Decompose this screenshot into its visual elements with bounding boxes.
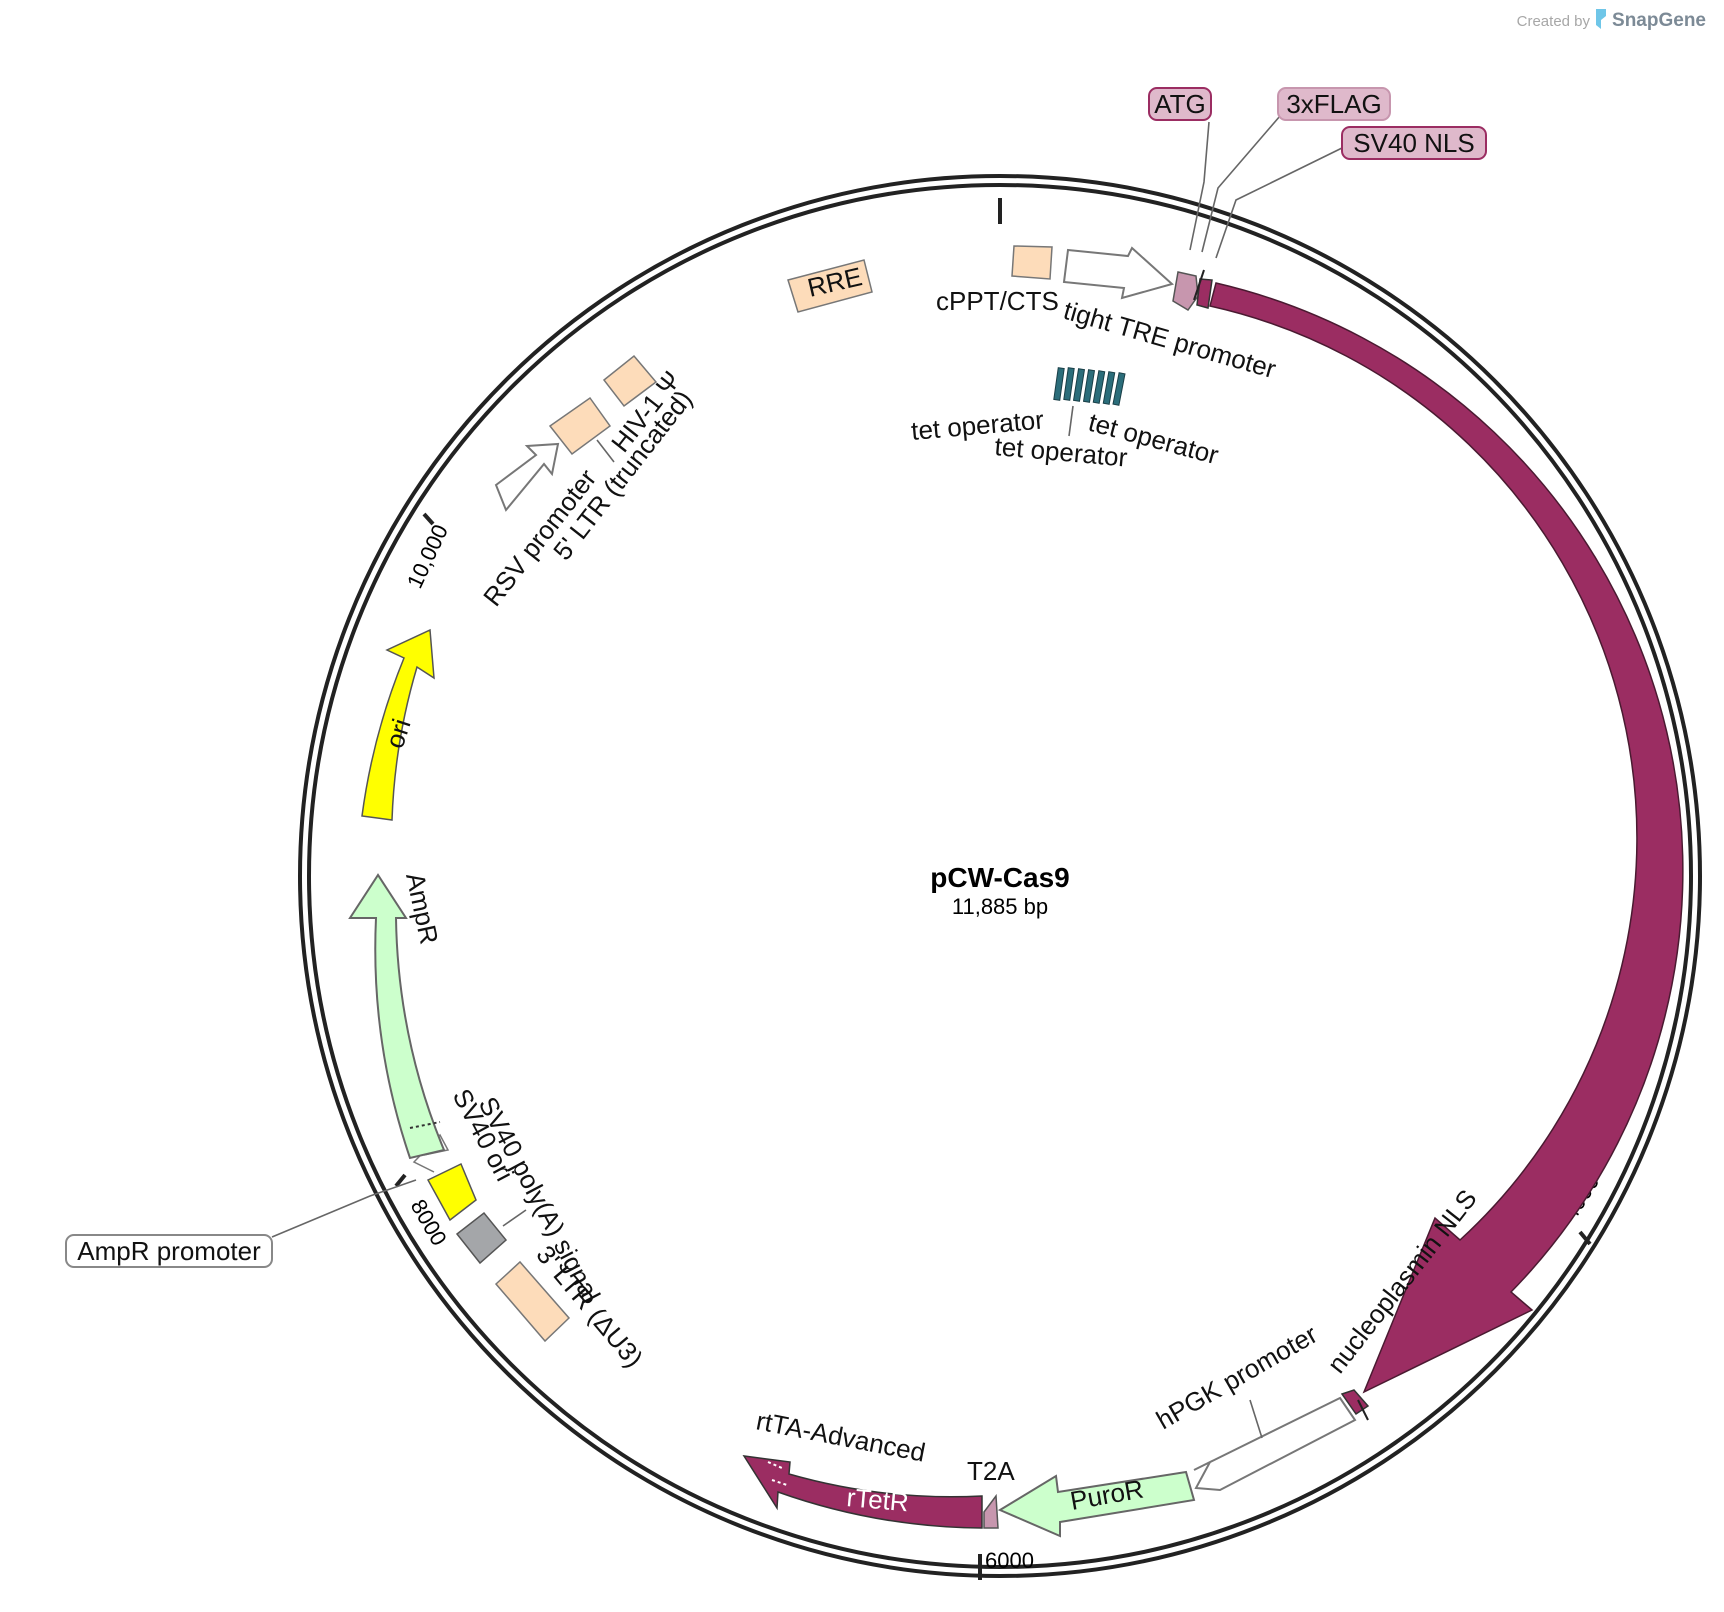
atg-callout-box [1148,87,1212,121]
flag-callout-box [1277,87,1391,121]
tick-4000 [1578,1230,1592,1246]
sv40-nls-callout-label: SV40 NLS [1353,128,1474,158]
tet-operator-block [1053,367,1065,401]
tick-8000 [394,1173,407,1188]
sv40-ori-feature[interactable] [426,1162,477,1222]
tick-label-6000: 6000 [985,1548,1034,1573]
atg-marker [1193,269,1205,301]
tick-10000 [422,512,435,526]
tet-operator-block [1063,367,1075,401]
backbone-inner [307,183,1693,1569]
tet-operator-block [1112,372,1126,406]
t2a-feature[interactable] [983,1493,999,1529]
ampr-promoter-callout-label: AmpR promoter [77,1236,261,1266]
rtetr-feature[interactable] [742,1455,983,1529]
flag-callout-label: 3xFLAG [1286,89,1381,119]
t2a-label: T2A [967,1456,1015,1486]
snapgene-logo-icon [1594,8,1608,34]
sv40-polya-feature[interactable] [455,1211,508,1265]
atg-callout[interactable]: ATG [1148,87,1212,121]
nls-marker [1357,1399,1369,1421]
ampr-label: AmpR [400,870,444,947]
tet-operator-block [1072,368,1086,402]
plasmid-length: 11,885 bp [952,894,1048,919]
puror-feature[interactable] [997,1470,1196,1538]
flag-callout[interactable]: 3xFLAG [1277,87,1391,121]
sv40-nls-callout[interactable]: SV40 NLS [1341,126,1487,160]
ltr5-leader [596,439,615,463]
sv40-nls-leader [1215,147,1343,259]
tet-operator-array[interactable] [1053,367,1126,406]
atg-leader [1189,121,1210,251]
rsv-promoter-feature[interactable] [494,442,560,512]
cas9-label: Cas9 [1594,760,1624,821]
ltr3-feature[interactable] [494,1260,571,1343]
atg-flag-feature[interactable] [1172,271,1199,311]
cppt-label: cPPT/CTS [936,286,1059,316]
plasmid-name: pCW-Cas9 [930,862,1069,893]
ori-feature[interactable] [361,628,435,821]
cas9-feature[interactable] [1209,282,1684,1394]
tet-operator-block [1082,369,1096,403]
cppt-feature[interactable] [1011,245,1053,280]
hiv-psi-feature[interactable] [602,354,658,408]
flag-leader [1201,115,1281,253]
atg-callout-label: ATG [1154,89,1206,119]
backbone-outer [298,174,1702,1578]
hpgk-promoter-feature[interactable] [1193,1396,1357,1492]
rre-feature[interactable] [787,259,873,313]
credit-brand: SnapGene [1612,10,1706,31]
tet-operator-block [1092,370,1106,404]
sv40-nls-callout-box [1341,126,1487,160]
ampr-promoter-callout-box [65,1234,273,1268]
sv40-polya-leader [502,1209,527,1227]
ampr-promoter-callout[interactable]: AmpR promoter [65,1234,273,1268]
rtta-hatch [767,1461,788,1486]
hpgk-leader [1249,1399,1263,1439]
ampr-signal-marker [409,1121,441,1129]
tight-tre-promoter-feature[interactable] [1062,246,1175,300]
rtetr-label: rTetR [845,1482,910,1517]
tet-operator-block [1102,371,1116,405]
tet-operator-leader [1068,405,1074,437]
tick-label-10000: 10,000 [402,521,453,593]
ampr-promoter-leader [271,1179,417,1238]
credit: Created by SnapGene [1517,8,1706,34]
ampr-feature[interactable] [348,873,446,1160]
rtta-advanced-label: rtTA-Advanced [754,1405,928,1467]
hpgk-promoter-label: hPGK promoter [1151,1319,1323,1435]
sv40-nls-feature[interactable] [1196,278,1213,309]
credit-prefix: Created by [1516,12,1591,30]
ltr5-feature[interactable] [548,396,612,456]
